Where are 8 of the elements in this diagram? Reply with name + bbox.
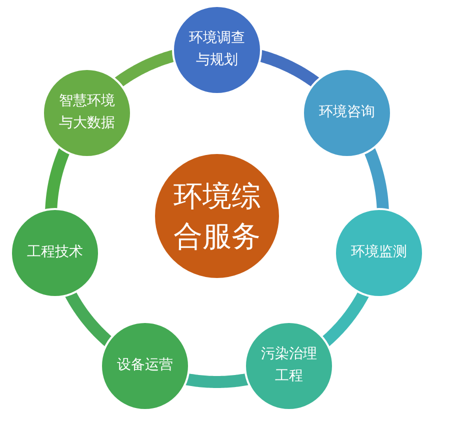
circle-label: 环境监测 <box>350 243 407 262</box>
circle-label: 设备运营 <box>116 356 173 375</box>
circle-label: 环境咨询 <box>318 102 375 122</box>
circle-label: 智慧环境与大数据 <box>59 92 116 132</box>
circle-label: 污染治理工程 <box>261 344 318 386</box>
circle-label: 工程技术 <box>27 243 84 262</box>
center-title: 环境综合服务 <box>174 178 260 255</box>
circle-label: 环境调查与规划 <box>189 29 245 70</box>
